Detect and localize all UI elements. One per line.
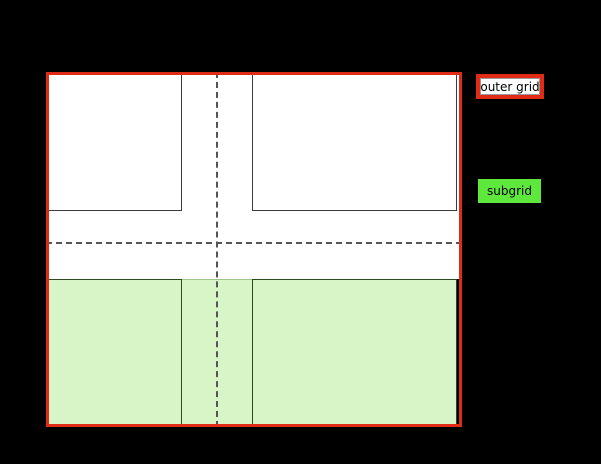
subgrid-panel-left[interactable] bbox=[48, 279, 182, 426]
outer-grid-frame[interactable] bbox=[46, 72, 462, 427]
vertical-divider-dashed-line bbox=[216, 72, 218, 427]
legend-item-subgrid[interactable]: subgrid bbox=[478, 179, 541, 203]
axes-top-left[interactable] bbox=[48, 74, 182, 211]
legend-item-outer-grid[interactable]: outer grid bbox=[476, 74, 544, 99]
horizontal-divider-dashed-line bbox=[46, 242, 462, 244]
subgrid-panel-right[interactable] bbox=[252, 279, 457, 426]
legend-label-subgrid: subgrid bbox=[487, 184, 532, 198]
axes-top-right[interactable] bbox=[252, 74, 457, 211]
legend-label-outer-grid: outer grid bbox=[480, 78, 540, 95]
